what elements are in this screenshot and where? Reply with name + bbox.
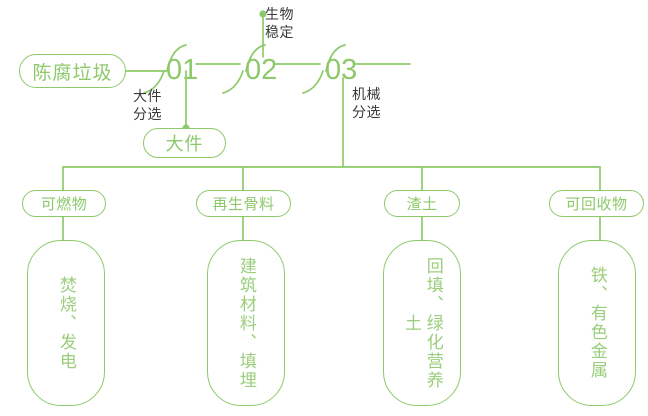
destination-box-combustibles[interactable]: 焚烧、发电 [27,240,105,406]
output-node-bulky[interactable]: 大件 [143,128,226,158]
destination-box-slag-soil[interactable]: 回填、绿化营养土 [383,240,461,406]
category-pill-combustibles[interactable]: 可燃物 [22,190,106,217]
stage-note-bio-stabilization: 生物 稳定 [265,6,294,40]
stage-number-03[interactable]: 03 [325,54,358,86]
category-pill-recyclables[interactable]: 可回收物 [549,190,644,217]
category-pill-recycled-aggregate[interactable]: 再生骨料 [196,190,291,217]
destination-box-recyclables[interactable]: 铁、有色金属 [558,240,636,406]
stage-number-02[interactable]: 02 [245,54,278,86]
destination-text: 焚烧、发电 [56,275,76,371]
stage-note-bulky-sorting: 大件 分选 [133,88,162,122]
destination-text: 铁、有色金属 [587,266,607,380]
destination-text: 回填、绿化营养土 [402,256,443,390]
destination-text: 建筑材料、填埋 [236,256,256,390]
category-pill-slag-soil[interactable]: 渣土 [384,190,460,217]
destination-box-recycled-aggregate[interactable]: 建筑材料、填埋 [207,240,285,406]
stage-number-01[interactable]: 01 [166,54,199,86]
stage-note-mechanical-sorting: 机械 分选 [352,86,381,120]
source-node[interactable]: 陈腐垃圾 [19,54,126,88]
